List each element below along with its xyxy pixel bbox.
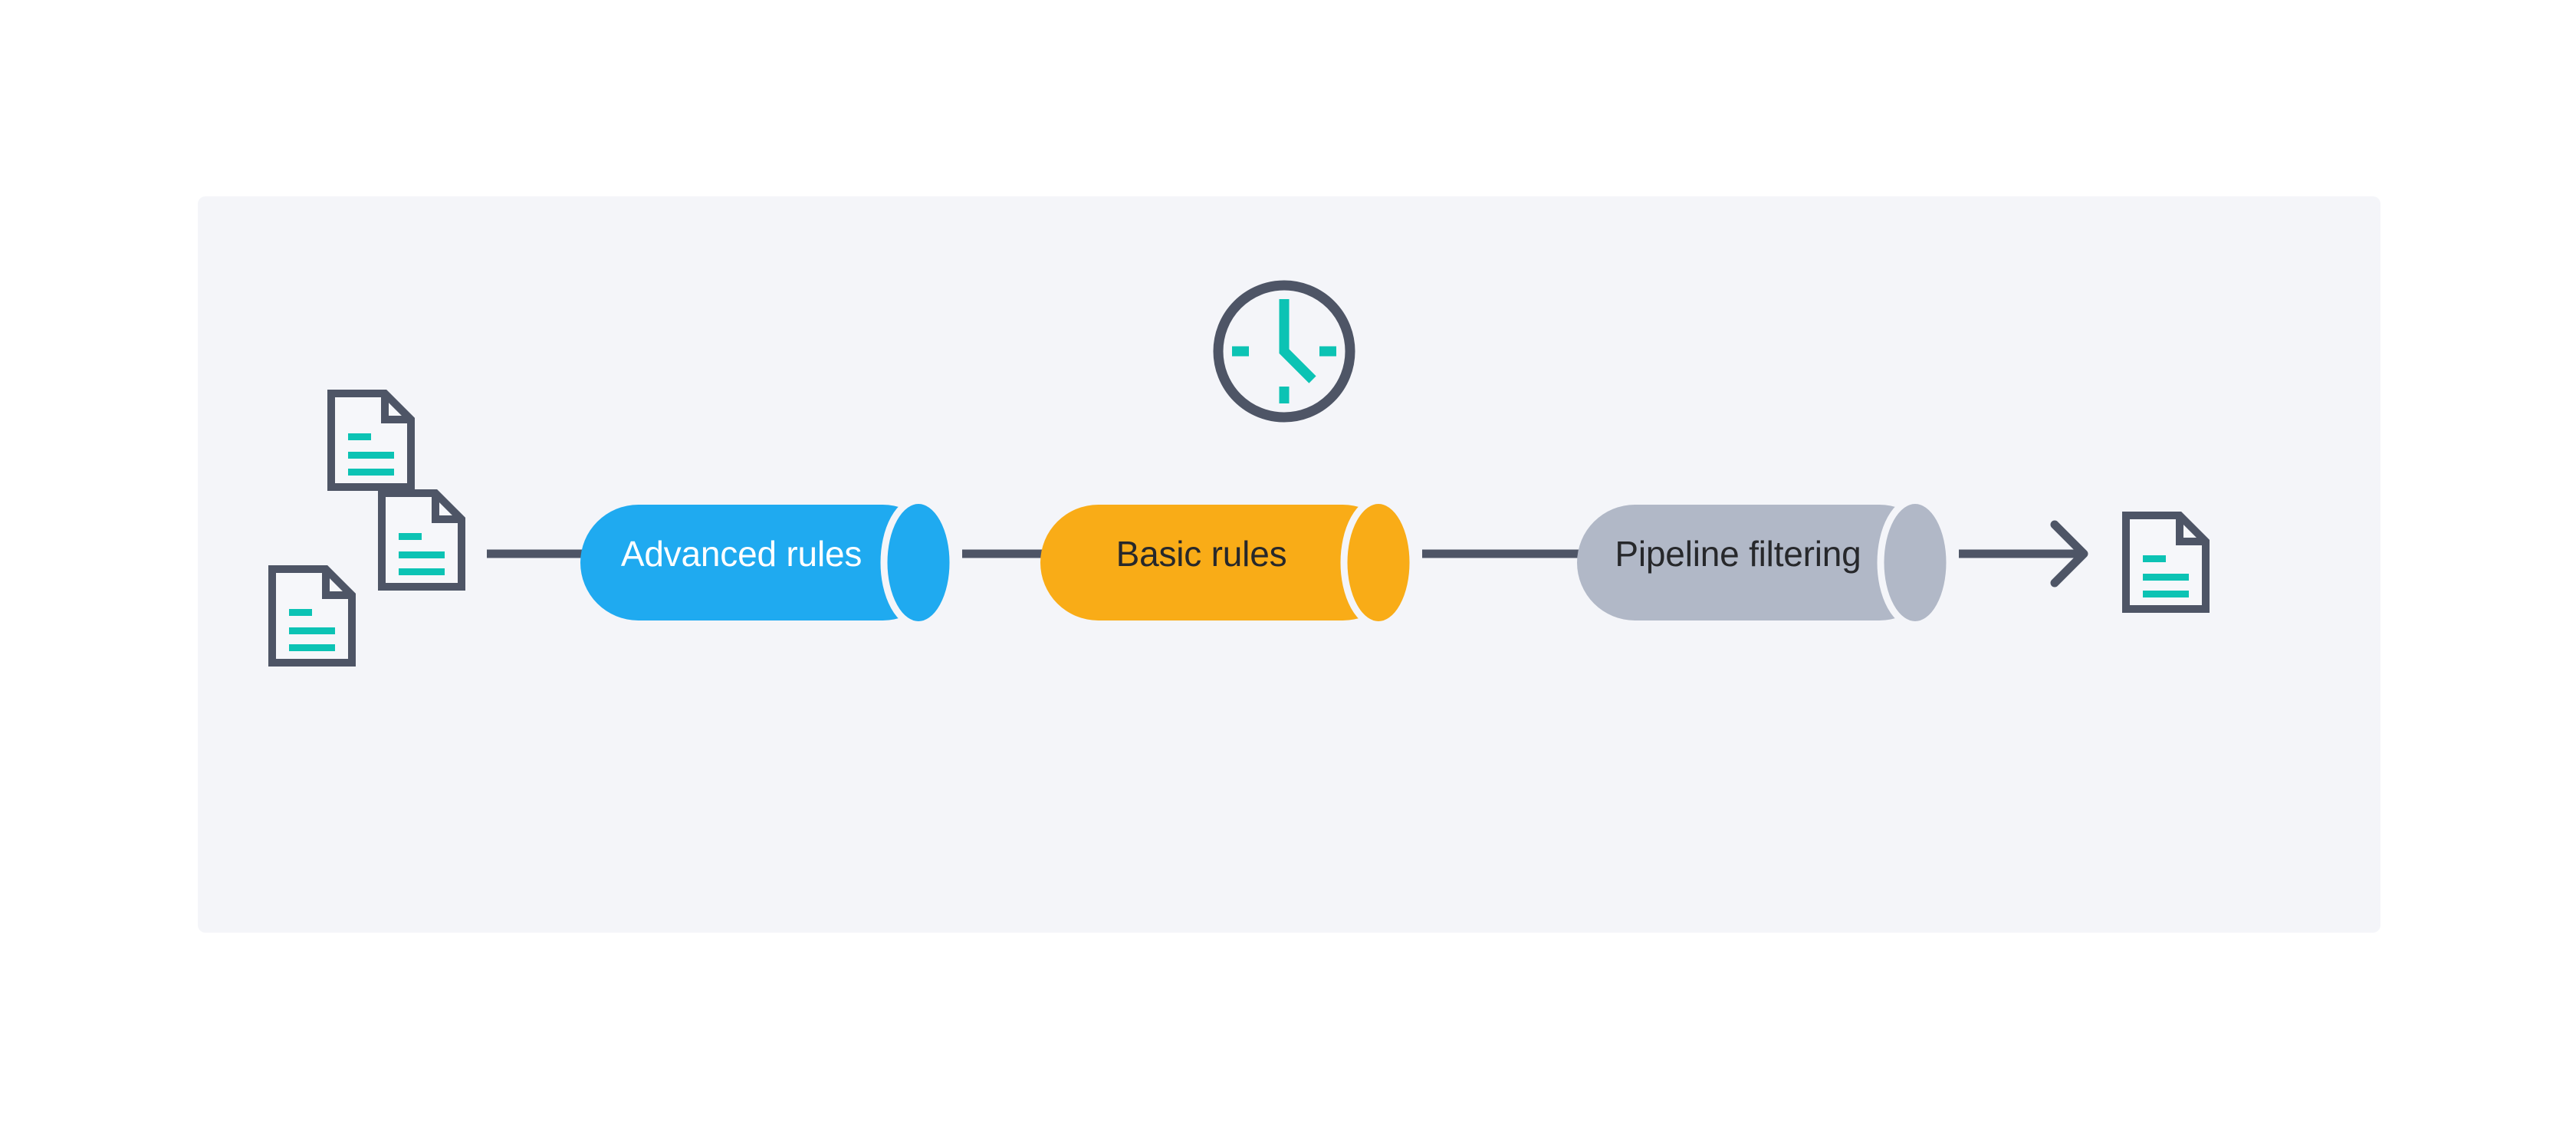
cylinder-shape-advanced-rules	[580, 497, 957, 628]
output-doc-icon	[2122, 512, 2210, 613]
cylinder-shape-pipeline-filtering	[1577, 497, 1953, 628]
input-doc-bottom-icon	[268, 565, 356, 667]
processing-clock-icon	[1213, 280, 1355, 423]
cylinder-shape-basic-rules	[1040, 497, 1417, 628]
input-doc-middle-icon	[378, 489, 465, 591]
input-doc-top-icon	[327, 390, 415, 491]
flow-arrow-icon	[2050, 520, 2088, 588]
